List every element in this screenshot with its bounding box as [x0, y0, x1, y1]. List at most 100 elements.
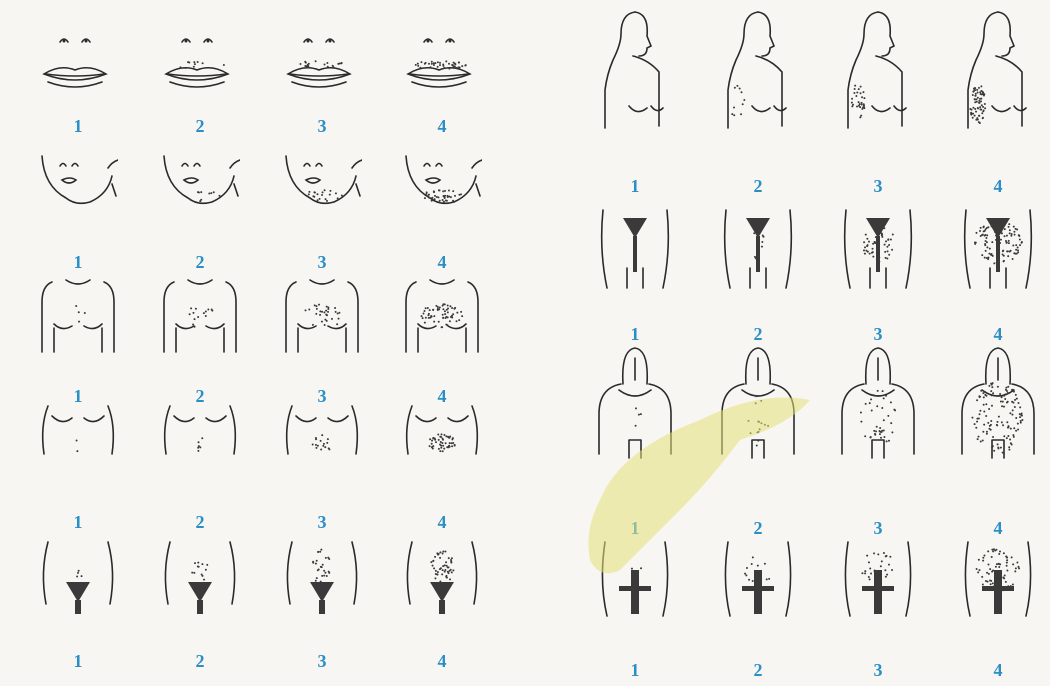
chest-grade-figure — [282, 278, 362, 374]
hair-dots — [860, 390, 896, 443]
upper-abdomen-drawing — [282, 404, 362, 480]
thigh-grade-figure — [838, 208, 918, 316]
chest-grade-figure — [38, 278, 118, 374]
lower-back-drawing — [838, 540, 918, 652]
grade-label: 3 — [302, 651, 342, 671]
upper-back-grade-figure — [958, 344, 1038, 512]
hair-dots — [76, 439, 79, 452]
grade-label: 3 — [858, 324, 898, 344]
upper-arm-grade-figure — [595, 10, 675, 170]
upper-back-grade-figure — [838, 344, 918, 512]
grade-label: 2 — [738, 324, 778, 344]
lower-abdomen-grade-figure — [160, 540, 240, 636]
upper-back-drawing — [958, 344, 1038, 512]
hair-dots — [429, 433, 456, 452]
upper-lip-drawing — [38, 30, 118, 98]
upper-lip-grade-figure — [282, 30, 362, 98]
lower-abdomen-drawing — [38, 540, 118, 636]
grade-label: 2 — [738, 660, 778, 680]
grade-label: 4 — [422, 252, 462, 272]
grade-label: 4 — [978, 660, 1018, 680]
grade-label: 2 — [738, 176, 778, 196]
thigh-drawing — [838, 208, 918, 316]
grade-label: 1 — [615, 176, 655, 196]
upper-abdomen-grade-figure — [402, 404, 482, 480]
grade-label: 2 — [180, 116, 220, 136]
upper-arm-drawing — [958, 10, 1038, 170]
upper-abdomen-drawing — [402, 404, 482, 480]
grade-label: 4 — [978, 518, 1018, 538]
upper-back-drawing — [838, 344, 918, 512]
grade-label: 4 — [422, 386, 462, 406]
hair-dots — [969, 85, 986, 124]
chin-grade-figure — [38, 150, 118, 228]
yellow-stain — [580, 380, 840, 640]
thigh-grade-figure — [595, 208, 675, 316]
upper-abdomen-grade-figure — [160, 404, 240, 480]
left-panel: 12341234123412341234 — [0, 0, 520, 686]
upper-arm-drawing — [838, 10, 918, 170]
thigh-grade-figure — [718, 208, 798, 316]
hair-dots — [189, 307, 214, 327]
lower-back-drawing — [958, 540, 1038, 652]
thigh-grade-figure — [958, 208, 1038, 316]
hair-dots — [305, 304, 341, 326]
hair-dots — [851, 85, 866, 119]
upper-arm-grade-figure — [718, 10, 798, 170]
grade-label: 3 — [302, 386, 342, 406]
grade-label: 4 — [422, 512, 462, 532]
grade-label: 3 — [302, 116, 342, 136]
upper-arm-grade-figure — [958, 10, 1038, 170]
grade-label: 2 — [180, 386, 220, 406]
chest-drawing — [282, 278, 362, 374]
lower-abdomen-drawing — [282, 540, 362, 636]
hair-dots — [312, 549, 330, 583]
grade-label: 2 — [180, 252, 220, 272]
upper-abdomen-grade-figure — [282, 404, 362, 480]
lower-back-grade-figure — [958, 540, 1038, 652]
upper-arm-drawing — [718, 10, 798, 170]
grade-label: 4 — [422, 651, 462, 671]
chest-grade-figure — [402, 278, 482, 374]
grade-label: 1 — [58, 116, 98, 136]
hair-dots — [191, 562, 208, 581]
chest-grade-figure — [160, 278, 240, 374]
upper-abdomen-drawing — [38, 404, 118, 480]
thigh-drawing — [595, 208, 675, 316]
grade-label: 1 — [58, 512, 98, 532]
grade-label: 4 — [978, 324, 1018, 344]
grade-label: 3 — [858, 660, 898, 680]
grade-label: 4 — [978, 176, 1018, 196]
chin-grade-figure — [282, 150, 362, 228]
hair-dots — [197, 437, 203, 452]
grade-label: 1 — [58, 651, 98, 671]
chest-drawing — [402, 278, 482, 374]
hair-dots — [75, 305, 86, 323]
grade-label: 1 — [615, 660, 655, 680]
lower-abdomen-grade-figure — [38, 540, 118, 636]
lower-abdomen-drawing — [402, 540, 482, 636]
upper-lip-drawing — [402, 30, 482, 98]
hair-dots — [971, 382, 1023, 454]
grade-label: 3 — [858, 176, 898, 196]
chin-drawing — [402, 150, 482, 228]
upper-arm-grade-figure — [838, 10, 918, 170]
hair-dots — [76, 570, 82, 578]
hair-dots — [731, 85, 745, 116]
upper-lip-grade-figure — [402, 30, 482, 98]
hair-dots — [430, 551, 454, 586]
thigh-drawing — [718, 208, 798, 316]
upper-abdomen-drawing — [160, 404, 240, 480]
upper-lip-drawing — [282, 30, 362, 98]
grade-label: 2 — [180, 512, 220, 532]
lower-abdomen-drawing — [160, 540, 240, 636]
lower-abdomen-grade-figure — [282, 540, 362, 636]
upper-arm-drawing — [595, 10, 675, 170]
grade-label: 1 — [58, 386, 98, 406]
grade-label: 3 — [302, 512, 342, 532]
upper-lip-drawing — [160, 30, 240, 98]
chin-grade-figure — [402, 150, 482, 228]
grade-label: 3 — [858, 518, 898, 538]
hair-dots — [312, 434, 331, 450]
